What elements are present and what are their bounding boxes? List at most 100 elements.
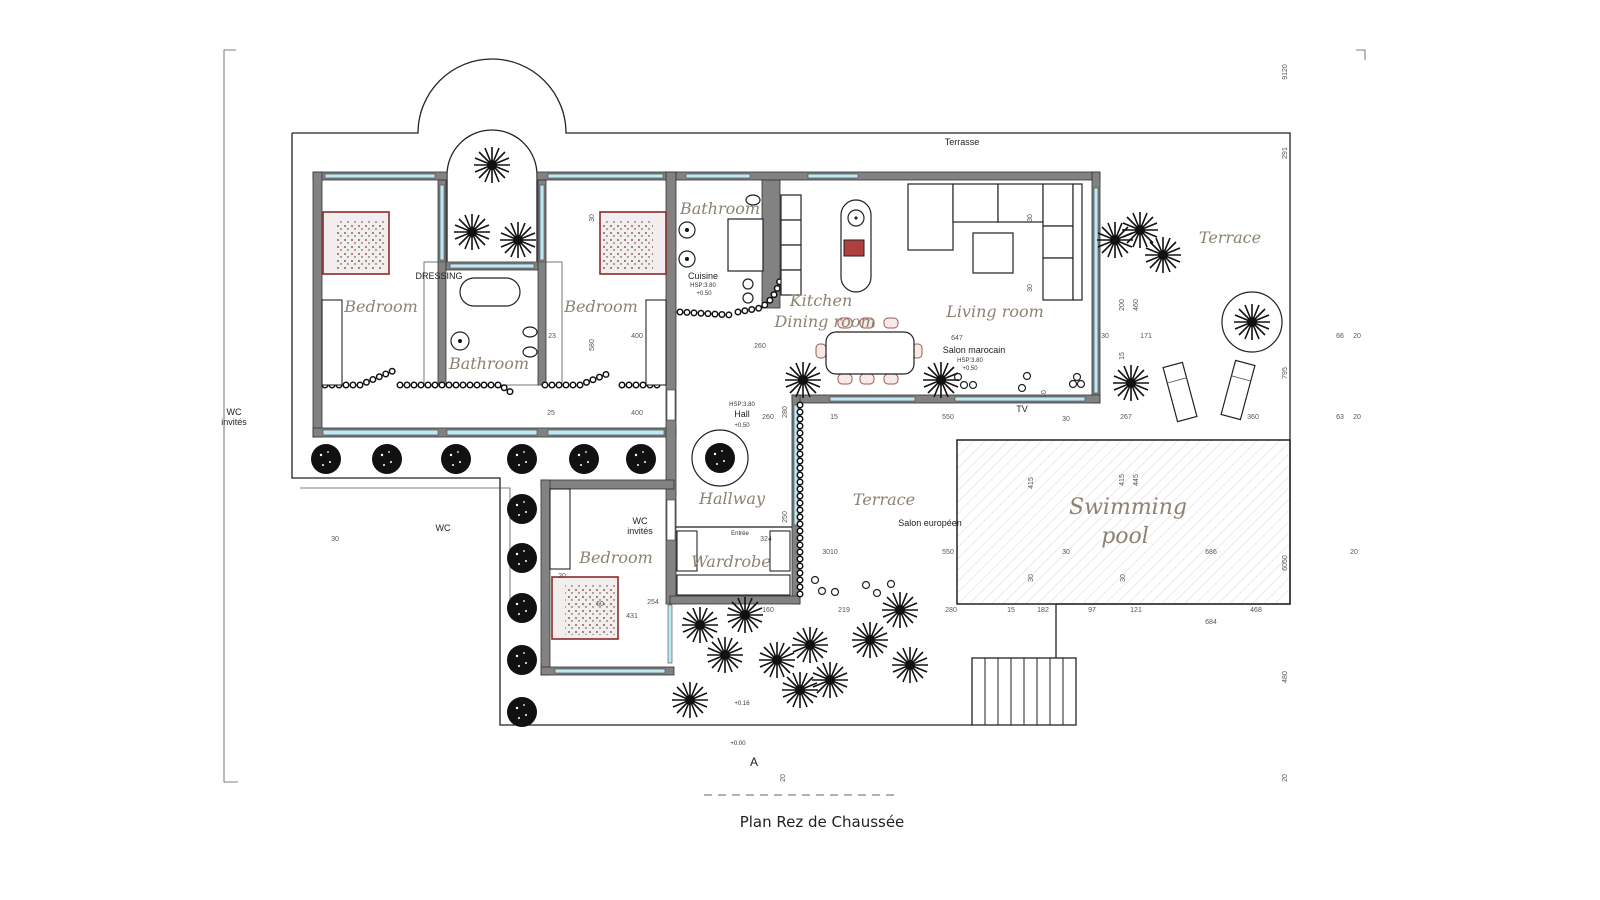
note-cuisine: Cuisine (688, 271, 718, 281)
dimension-label: 15 (1007, 607, 1015, 614)
plan-title: Plan Rez de Chaussée (740, 813, 905, 831)
dimension-label: 20 (780, 774, 787, 782)
note-salon-europeen: Salon européen (898, 518, 962, 528)
dimension-label: 20 (558, 573, 566, 580)
dimension-label: 684 (1205, 619, 1217, 626)
dimension-label: 30 (1027, 214, 1034, 222)
dimension-label: 60 (596, 601, 604, 608)
dimension-label: 200 (1119, 299, 1126, 311)
dimension-label: 160 (762, 607, 774, 614)
dimension-label: 254 (647, 599, 659, 606)
dimension-label: 324 (760, 536, 772, 543)
dimension-label: 550 (942, 549, 954, 556)
room-label-bathroom: Bathroom (448, 354, 529, 373)
room-label-terrace: Terrace (1199, 228, 1261, 247)
dimension-label: 260 (762, 414, 774, 421)
dimension-label: 795 (1282, 367, 1289, 379)
dimension-label: 291 (1282, 147, 1289, 159)
note-wc-invites: WC (227, 407, 242, 417)
note-terrasse: Terrasse (945, 137, 980, 147)
room-label-living: Living room (945, 302, 1044, 321)
dimension-label: 280 (945, 607, 957, 614)
stairs (971, 657, 1077, 726)
dimension-label: 460 (1133, 299, 1140, 311)
dimension-label: 219 (838, 607, 850, 614)
room-labels: Bedroom Bedroom Bedroom Bathroom Bathroo… (343, 199, 1261, 571)
note-wc-invites: invités (221, 417, 247, 427)
dimension-label: 415 (1028, 477, 1035, 489)
site-outline (291, 58, 1291, 726)
dome-patio (446, 129, 538, 262)
dimension-label: 480 (1282, 671, 1289, 683)
note-wc: WC (436, 523, 451, 533)
dimension-label: 580 (589, 339, 596, 351)
dimension-label: 431 (626, 613, 638, 620)
room-label-kitchen: Kitchen (789, 291, 853, 310)
note-wc-invites: WC (633, 516, 648, 526)
bathroom-fixtures (450, 194, 764, 358)
dimension-label: 445 (1133, 474, 1140, 486)
trees (311, 146, 1283, 727)
windows (322, 173, 1099, 674)
note-wc-invites: invités (627, 526, 653, 536)
note-hsp: HSP:3.80 (729, 402, 755, 408)
dimension-label: 30 (1120, 574, 1127, 582)
dimension-label: 30 (1062, 549, 1070, 556)
dimension-label: 6050 (1282, 555, 1289, 571)
note-tv: TV (1016, 404, 1028, 414)
dimension-label: 20 (1041, 390, 1048, 398)
dimension-label: 171 (1140, 333, 1152, 340)
dimension-label: 15 (1119, 352, 1126, 360)
dimension-label: 20 (1353, 333, 1361, 340)
dimension-label: 30 (1101, 333, 1109, 340)
note-level: +0.00 (730, 741, 746, 747)
dimension-label: 400 (631, 410, 643, 417)
dimension-label: 15 (830, 414, 838, 421)
room-label-bedroom: Bedroom (343, 297, 418, 316)
dimension-label: 20 (1282, 774, 1289, 782)
curtains (321, 276, 804, 604)
dimension-label: 360 (1247, 414, 1259, 421)
dimension-label: 20 (1350, 549, 1358, 556)
dimension-label: 647 (951, 335, 963, 342)
note-hsp: HSP:3.80 (957, 358, 983, 364)
room-label-hallway: Hallway (698, 489, 766, 508)
dimension-label: 63 (1336, 414, 1344, 421)
dimension-label: 121 (1130, 607, 1142, 614)
dimension-label: 280 (782, 406, 789, 418)
room-label-dining: Dining room (773, 312, 875, 331)
dimension-label: 25 (547, 410, 555, 417)
dimension-label: 30 (1028, 574, 1035, 582)
annotations: Terrasse DRESSING Cuisine HSP:3.80 +0.50… (221, 137, 1028, 831)
room-label-bedroom: Bedroom (578, 548, 653, 567)
note-level: +0.50 (696, 291, 712, 297)
dimension-label: 20 (1353, 414, 1361, 421)
dimension-label: 30 (589, 214, 596, 222)
dimension-label: 30 (1062, 416, 1070, 423)
room-label-bathroom: Bathroom (679, 199, 760, 218)
room-label-pool: pool (1101, 524, 1149, 549)
dimension-label: 260 (754, 343, 766, 350)
dimension-label: 182 (1037, 607, 1049, 614)
dimensions: 9120 291 795 6050 480 20 66 20 63 20 20 … (331, 64, 1361, 782)
dimension-label: 250 (782, 511, 789, 523)
note-entree: Entrée (731, 531, 749, 537)
note-hall: Hall (734, 409, 750, 419)
dimension-label: 3010 (822, 549, 838, 556)
dimension-label: 468 (1250, 607, 1262, 614)
dimension-label: 23 (548, 333, 556, 340)
note-level: +0.16 (734, 701, 750, 707)
swimming-pool (956, 439, 1291, 605)
note-salon-marocain: Salon marocain (943, 345, 1006, 355)
room-label-wardrobe: Wardrobe (691, 552, 770, 571)
dimension-label: 66 (1336, 333, 1344, 340)
note-level: +0.50 (734, 423, 750, 429)
dimension-label: 9120 (1282, 64, 1289, 80)
dimension-label: 30 (1027, 284, 1034, 292)
dimension-label: 550 (942, 414, 954, 421)
note-hsp: HSP:3.80 (690, 283, 716, 289)
room-label-terrace: Terrace (853, 490, 915, 509)
note-level: +0.50 (962, 366, 978, 372)
furniture (691, 183, 1256, 598)
dimension-label: 415 (1119, 474, 1126, 486)
